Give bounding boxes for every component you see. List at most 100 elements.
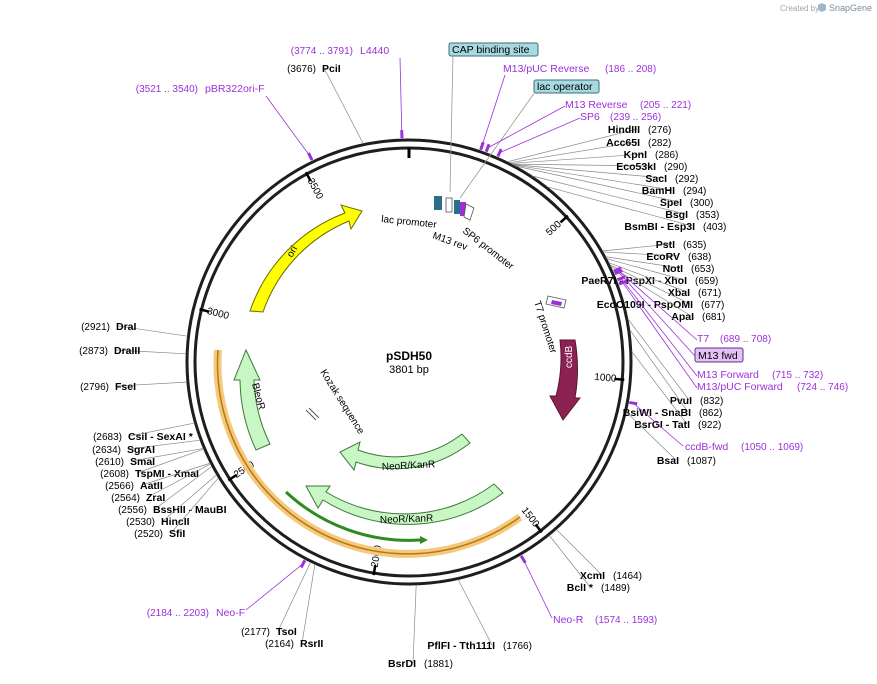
ccdb-feature-arrow[interactable]: [549, 339, 582, 421]
orf-green-arrowhead: [420, 536, 428, 544]
enzyme-name[interactable]: PstI: [656, 239, 675, 251]
primer-name[interactable]: ccdB-fwd: [685, 441, 728, 453]
enzyme-name[interactable]: NotI: [663, 263, 683, 275]
enzyme-leader: [301, 564, 316, 644]
tick-mark-2500: [227, 473, 238, 482]
primer-name[interactable]: pBR322ori-F: [205, 83, 265, 95]
lac-operator-feature[interactable]: [454, 200, 460, 214]
primer-name[interactable]: SP6: [580, 111, 600, 123]
enzyme-name[interactable]: BsrGI - TatI: [634, 419, 690, 431]
primer-name[interactable]: M13/pUC Reverse: [503, 63, 590, 75]
enzyme-name[interactable]: Acc65I: [606, 137, 640, 149]
neor-kanr-inner-arrow[interactable]: [339, 433, 471, 472]
kozak-mark-2: [308, 407, 320, 419]
enzyme-leader: [512, 164, 665, 179]
primer-position: (205 .. 221): [640, 100, 691, 111]
svg-text:lac operator: lac operator: [537, 81, 593, 93]
tick-mark-1500: [534, 523, 543, 534]
tick-mark-2000: [372, 565, 377, 576]
enzyme-name[interactable]: TspMI - XmaI: [135, 468, 199, 480]
enzyme-position: (1464): [613, 571, 642, 582]
enzyme-name[interactable]: XbaI: [668, 287, 690, 299]
enzyme-name[interactable]: PciI: [322, 63, 341, 75]
enzyme-name[interactable]: RsrII: [300, 638, 323, 650]
enzyme-name[interactable]: FseI: [115, 381, 136, 393]
sp6-promoter-feature[interactable]: [463, 203, 475, 221]
enzyme-name[interactable]: ZraI: [146, 492, 165, 504]
enzyme-leader: [131, 448, 204, 462]
enzyme-name[interactable]: SgrAI: [127, 444, 155, 456]
enzyme-name[interactable]: BssHII - MauBI: [153, 504, 227, 516]
neor-kanr-outer-arrow[interactable]: [305, 483, 504, 525]
primer-name[interactable]: Neo-F: [216, 607, 245, 619]
enzyme-position: (2564): [111, 493, 140, 504]
orf-arrow-line: [216, 349, 521, 555]
enzyme-leader: [141, 462, 211, 486]
ori-feature-arrow[interactable]: [249, 204, 363, 313]
enzyme-name[interactable]: SpeI: [660, 197, 682, 209]
primer-leader: [618, 271, 696, 357]
tick-mark-1000: [614, 377, 625, 381]
cap-site-feature[interactable]: [434, 196, 442, 210]
enzyme-position: (1489): [601, 583, 630, 594]
enzyme-name[interactable]: BsaI: [657, 455, 679, 467]
primer-name[interactable]: M13/pUC Forward: [697, 381, 783, 393]
enzyme-leader: [162, 474, 217, 522]
primer-name[interactable]: T7: [697, 333, 709, 345]
enzyme-name[interactable]: CsiI - SexAI *: [128, 431, 194, 443]
lac-promoter-label: lac promoter: [381, 214, 438, 231]
primer-name[interactable]: M13 fwd: [698, 350, 738, 362]
enzyme-name[interactable]: SfiI: [169, 528, 185, 540]
enzyme-leader: [457, 579, 493, 646]
primer-name[interactable]: L4440: [360, 45, 389, 57]
enzyme-name[interactable]: SmaI: [130, 456, 155, 468]
feature-arrows: [213, 196, 582, 558]
enzyme-position: (2610): [95, 457, 124, 468]
enzyme-position: (659): [695, 276, 718, 287]
enzyme-leader: [170, 477, 219, 534]
enzyme-name[interactable]: BsrDI: [388, 658, 416, 670]
enzyme-name[interactable]: ApaI: [671, 311, 694, 323]
enzyme-name[interactable]: TsoI: [276, 626, 297, 638]
primer-name[interactable]: M13 Forward: [697, 369, 759, 381]
lac-operator-box[interactable]: lac operator: [459, 79, 600, 199]
enzyme-name[interactable]: PflFI - Tth111I: [427, 640, 495, 652]
created-by-label: Created by: [780, 4, 819, 13]
primer-name[interactable]: Neo-R: [553, 614, 584, 626]
primer-leader: [265, 95, 311, 157]
enzyme-name[interactable]: PvuI: [670, 395, 692, 407]
primer-position: (715 .. 732): [772, 370, 823, 381]
enzyme-position: (1766): [503, 641, 532, 652]
enzyme-position: (292): [675, 174, 698, 185]
enzyme-name[interactable]: EcoRV: [646, 251, 680, 263]
enzyme-position: (2873): [79, 346, 108, 357]
primer-leader: [487, 105, 566, 149]
enzyme-position: (1881): [424, 659, 453, 670]
bleor-feature-arrow[interactable]: [233, 348, 271, 451]
enzyme-leader: [546, 186, 693, 227]
primer-name[interactable]: M13 Reverse: [565, 99, 628, 111]
enzyme-name[interactable]: SacI: [645, 173, 667, 185]
enzyme-name[interactable]: Eco53kI: [616, 161, 656, 173]
m13-rev-feature[interactable]: [460, 202, 466, 216]
enzyme-name[interactable]: BclI *: [567, 582, 594, 594]
neor-kanr-inner-label: NeoR/KanR: [382, 459, 436, 473]
enzyme-name[interactable]: DraIII: [114, 345, 140, 357]
enzyme-leader: [277, 561, 311, 632]
brand-label: SnapGene: [829, 3, 872, 13]
enzyme-name[interactable]: XcmI: [580, 570, 605, 582]
enzyme-leader: [323, 67, 364, 144]
lac-promoter-feature[interactable]: [445, 197, 453, 213]
enzyme-name[interactable]: KpnI: [624, 149, 647, 161]
enzyme-name[interactable]: HindIII: [608, 124, 640, 136]
enzyme-position: (922): [698, 420, 721, 431]
enzyme-name[interactable]: BamHI: [642, 185, 675, 197]
enzyme-position: (2683): [93, 432, 122, 443]
enzyme-name[interactable]: DraI: [116, 321, 137, 333]
enzyme-name[interactable]: HincII: [161, 516, 190, 528]
cap-binding-site-box[interactable]: CAP binding site: [448, 42, 539, 193]
enzyme-name[interactable]: BsgI: [665, 209, 688, 221]
enzyme-name[interactable]: AatII: [140, 480, 163, 492]
enzyme-name[interactable]: BsmBI - Esp3I: [624, 221, 695, 233]
enzyme-name[interactable]: BsiWI - SnaBI: [623, 407, 691, 419]
